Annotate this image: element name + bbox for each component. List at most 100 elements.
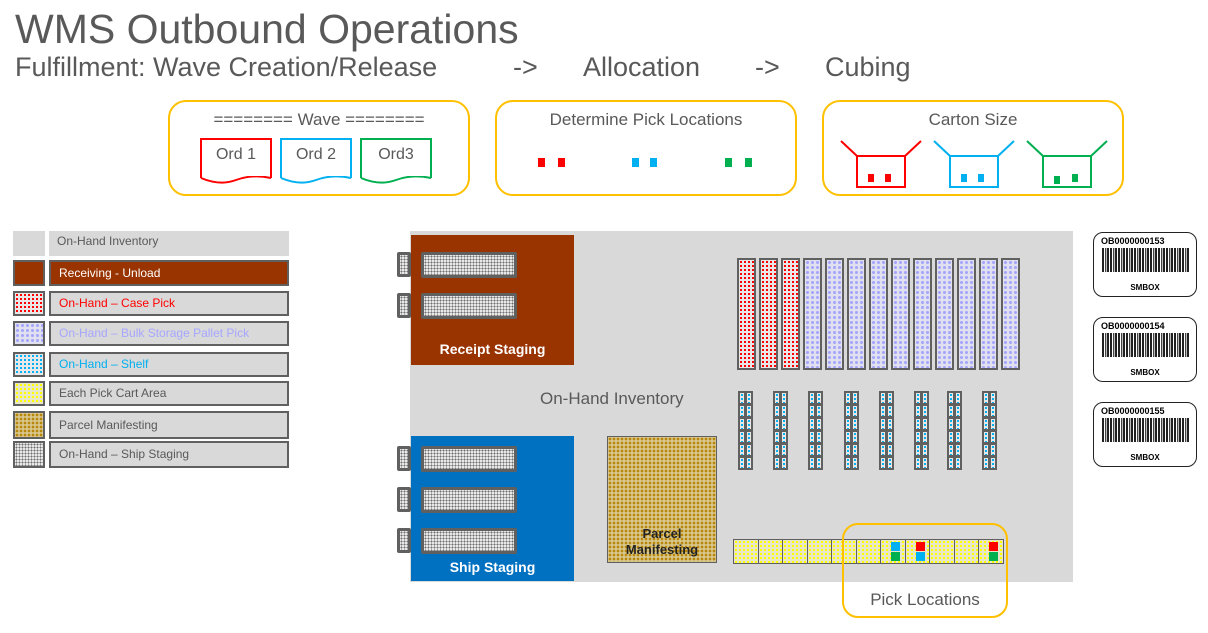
pick-square-green [725,158,732,167]
shelf-bin [780,430,788,444]
carton-heading: Carton Size [928,110,1018,129]
shelf-bin [780,456,788,470]
bulk-storage-rack [869,258,888,370]
pick-cart-cell [953,539,979,564]
legend-swatch [13,411,45,439]
dock-door [397,487,411,512]
case-pick-rack [759,258,778,370]
bulk-storage-rack [957,258,976,370]
legend-swatch [13,381,45,406]
carton-icon-blue [933,140,1015,188]
pick-cart-cell [757,539,783,564]
picked-item [891,542,900,551]
shelf-bin [745,430,753,444]
pick-cart-cell [806,539,832,564]
legend-label: Parcel Manifesting [49,411,289,439]
shelf-bin [921,404,929,418]
staging-lane [421,252,517,278]
picked-item [915,542,925,551]
barcode [1102,333,1190,357]
shelf-bin [989,391,997,405]
shelf-bin [921,417,929,431]
picked-item [989,552,998,561]
legend-swatch [13,291,45,316]
shelf-bin [886,443,894,457]
shelf-bin [954,391,962,405]
case-pick-rack [781,258,800,370]
pick-locations-highlight: Pick Locations [842,523,1008,618]
arrow: -> [755,52,780,82]
picked-item [891,552,900,561]
legend-swatch [13,321,45,346]
label-id: OB0000000153 [1101,236,1165,246]
order-label: Ord 2 [295,146,336,163]
shelf-bin [886,417,894,431]
legend-label: On-Hand – Ship Staging [49,441,289,468]
legend-swatch [13,260,45,286]
carton-icons [840,140,1108,188]
shelf-bin [954,456,962,470]
shelf-bin [954,404,962,418]
shelf-bin [745,391,753,405]
shelf-bin [815,430,823,444]
label-box-size: SMBOX [1130,368,1160,377]
pick-cart-cell [855,539,881,564]
shelf-bin [851,391,859,405]
wave-heading: ======== Wave ======== [213,110,425,129]
bulk-storage-rack [935,258,954,370]
phase-cubing: Cubing [825,52,911,82]
legend-label: Each Pick Cart Area [49,381,289,406]
arrow: -> [513,52,538,82]
order-document: Ord 2 [280,138,352,184]
shelf-bin [989,417,997,431]
ship-staging-label: Ship Staging [449,559,536,575]
receipt-staging-label: Receipt Staging [439,341,546,357]
bulk-storage-rack [847,258,866,370]
shelf-bin [954,430,962,444]
parcel-label: Parcel Manifesting [625,526,699,557]
bulk-storage-rack [891,258,910,370]
pick-cart-cell [782,539,808,564]
carton-icon-red [840,140,922,188]
shelf-bin [815,443,823,457]
legend-label: Receiving - Unload [49,260,289,286]
shelf-bin [989,404,997,418]
legend-label: On-Hand – Case Pick [49,291,289,316]
barcode [1102,418,1190,442]
shelf-bin [780,417,788,431]
shelf-bin [851,430,859,444]
pick-square-red [538,158,545,167]
label-box-size: SMBOX [1130,453,1160,462]
legend-label: On-Hand Inventory [49,231,289,256]
shelf-bin [745,456,753,470]
pick-box: Determine Pick Locations [495,100,797,196]
phase-allocation: Allocation [583,52,701,82]
pick-square-green [745,158,752,167]
order-label: Ord3 [378,146,414,163]
staging-lane [421,528,517,554]
shelf-bin [989,443,997,457]
pick-square-blue [632,158,639,167]
pick-square-red [558,158,565,167]
order-document: Ord 1 [200,138,272,184]
pick-square-blue [650,158,657,167]
pick-cart-cell [929,539,955,564]
parcel-manifesting-area: Parcel Manifesting [607,436,717,563]
dock-door [397,293,411,318]
picked-item [989,542,998,551]
legend-swatch [13,231,45,256]
bulk-storage-rack [803,258,822,370]
shelf-bin [921,443,929,457]
pick-cart-cell [880,539,906,564]
shelf-bin [745,417,753,431]
case-pick-rack [737,258,756,370]
label-box-size: SMBOX [1130,283,1160,292]
shelf-bin [780,404,788,418]
shelf-bin [921,456,929,470]
legend-swatch [13,441,45,468]
label-id: OB0000000155 [1101,406,1165,416]
shelf-bin [851,404,859,418]
staging-lane [421,487,517,513]
